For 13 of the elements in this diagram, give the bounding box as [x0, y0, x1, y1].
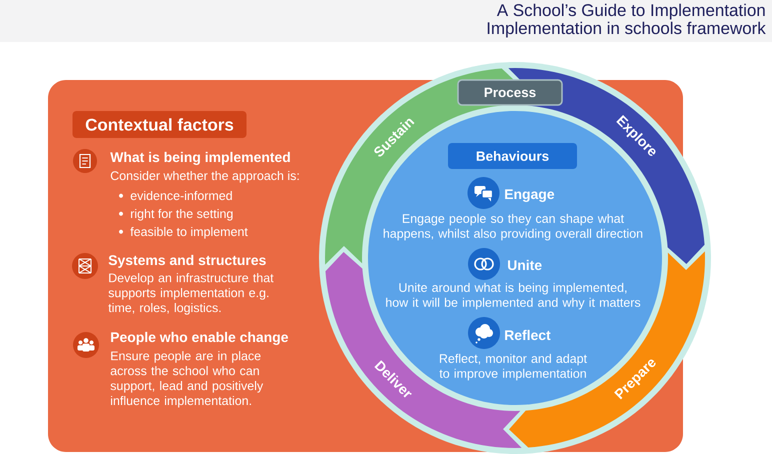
heading-box: Contextual factors	[72, 111, 246, 138]
heading: People who enable change	[111, 332, 288, 345]
title: A School’s Guide to Implementation	[496, 4, 765, 20]
heading: What is being implemented	[110, 152, 290, 165]
heading: Systems and structures	[108, 254, 266, 268]
body-text: Ensure people are in place across the school who can support, lead and positively influence implementation.	[110, 351, 264, 408]
list-item: evidence-informed	[130, 190, 232, 200]
body-text: Develop an infrastructure that supports implementation e.g. time, roles, logistics.	[108, 273, 274, 315]
list-item: right for the setting	[131, 208, 233, 221]
body-text: Consider whether the approach is:	[110, 170, 299, 183]
subtitle: Implementation in schools framework	[488, 22, 766, 38]
heading-box: Behaviours	[448, 143, 577, 169]
list-item: feasible to implement	[130, 226, 248, 239]
